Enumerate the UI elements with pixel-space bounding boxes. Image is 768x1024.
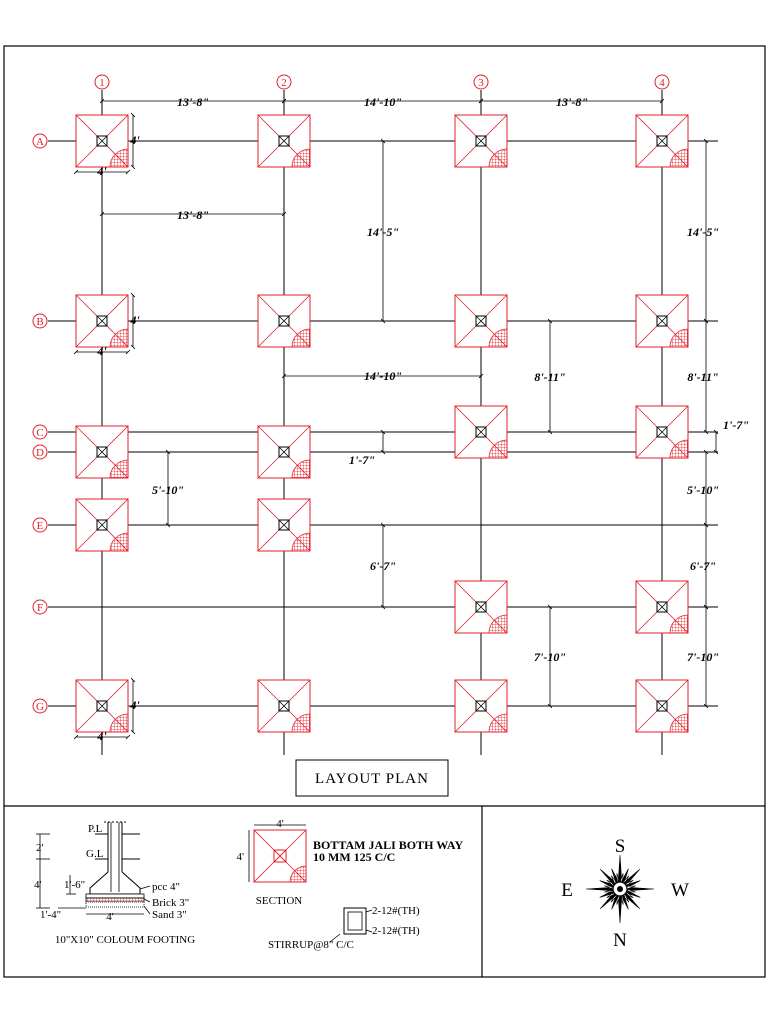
svg-text:D: D (36, 447, 44, 459)
grid-bubble-row-C: C (32, 424, 48, 440)
dim-cd-right: 1'-7" (723, 418, 749, 432)
footing-3C (454, 405, 508, 459)
svg-text:1: 1 (99, 77, 105, 89)
dim-mid-2-3: 14'-10" (364, 369, 402, 383)
grid-bubble-col-1: 1 (94, 74, 110, 90)
section-caption: SECTION (256, 895, 303, 907)
grid-bubble-row-D: D (32, 444, 48, 460)
svg-text:4: 4 (659, 77, 665, 89)
dim-de-right: 5'-10" (687, 483, 719, 497)
footing-3G (454, 679, 508, 733)
sheet-border (3, 45, 766, 978)
compass-e-label: E (561, 880, 573, 901)
footing-4G (635, 679, 689, 733)
plan-title: LAYOUT PLAN (315, 771, 429, 787)
dim-bc-right: 8'-11" (687, 370, 718, 384)
dim-de-left: 5'-10" (152, 483, 184, 497)
footing-1B (75, 294, 129, 348)
stirrup-label: STIRRUP@8" C/C (268, 939, 354, 951)
svg-text:2: 2 (281, 77, 287, 89)
grid-bubble-row-A: A (32, 133, 48, 149)
dim-cd-col2: 1'-7" (349, 453, 375, 467)
compass-w-label: W (671, 880, 689, 901)
footings (75, 114, 689, 733)
footing-1A (75, 114, 129, 168)
dim-fg-col3: 7'-10" (534, 650, 566, 664)
footing-1G (75, 679, 129, 733)
brick-label: Brick 3" (152, 897, 189, 909)
dim-ab-right: 14'-5" (687, 225, 719, 239)
section-top-dim: 4' (276, 818, 284, 830)
svg-text:A: A (36, 136, 44, 148)
svg-text:G: G (36, 701, 44, 713)
compass-s-label: S (615, 836, 626, 857)
section-note-1: BOTTAM JALI BOTH WAY (313, 838, 463, 852)
dim-ef-col2: 6'-7" (370, 559, 396, 573)
footing-4C (635, 405, 689, 459)
section-detail: 4' 4' BOTTAM JALI BOTH WAY 10 MM 125 C/C… (237, 818, 464, 951)
plan-title-box (295, 759, 449, 797)
footing-1D (75, 425, 129, 479)
footing-3F (454, 580, 508, 634)
svg-text:C: C (36, 427, 43, 439)
grid-bubble-col-3: 3 (473, 74, 489, 90)
pl-label: P.L (88, 823, 103, 835)
footing-2A (257, 114, 311, 168)
grid-bubble-col-2: 2 (276, 74, 292, 90)
dim-footing-b-w: 4' (96, 344, 107, 358)
dim-footing-g-h: 4' (129, 698, 140, 712)
grid-bubble-col-4: 4 (654, 74, 670, 90)
w-1-6-label: 1'-6" (64, 879, 85, 891)
sand-label: Sand 3" (152, 909, 187, 921)
footing-2D (257, 425, 311, 479)
section-note-2: 10 MM 125 C/C (313, 850, 395, 864)
dim-footing-b-h: 4' (129, 313, 140, 327)
column-footing-detail: P.L G.L 2' 4' 1'-6" 1'-4" 4' pcc 4" Bric… (34, 821, 195, 946)
bar-label-1: 2-12#(TH) (372, 905, 420, 917)
dim-top-1-2: 13'-8" (177, 95, 209, 109)
dim-footing-a-h: 4' (129, 133, 140, 147)
height-2-label: 2' (36, 842, 44, 854)
footing-2E (257, 498, 311, 552)
footing-3A (454, 114, 508, 168)
height-4-label: 4' (34, 879, 42, 891)
svg-text:3: 3 (478, 77, 484, 89)
dimension-labels: 13'-8" 14'-10" 13'-8" 13'-8" 14'-10" 14'… (96, 95, 749, 743)
grid-bubble-row-E: E (32, 517, 48, 533)
bar-label-2: 2-12#(TH) (372, 925, 420, 937)
dim-top-2-3: 14'-10" (364, 95, 402, 109)
compass-rose: S N E W (561, 836, 689, 951)
footing-3B (454, 294, 508, 348)
footing-caption: 10"X10" COLOUM FOOTING (55, 934, 195, 946)
svg-text:F: F (37, 602, 43, 614)
dim-bc-col3: 8'-11" (534, 370, 565, 384)
dim-footing-g-w: 4' (96, 729, 107, 743)
footing-4B (635, 294, 689, 348)
compass-n-label: N (613, 930, 627, 951)
dim-ef-right: 6'-7" (690, 559, 716, 573)
footing-1E (75, 498, 129, 552)
footing-4F (635, 580, 689, 634)
footing-2B (257, 294, 311, 348)
grid-bubble-row-F: F (32, 599, 48, 615)
dim-footing-a-w: 4' (96, 164, 107, 178)
dim-top-3-4: 13'-8" (556, 95, 588, 109)
footing-2G (257, 679, 311, 733)
svg-text:E: E (37, 520, 44, 532)
grid-bubble-row-G: G (32, 698, 48, 714)
pcc-label: pcc 4" (152, 881, 180, 893)
grid-bubble-row-B: B (32, 313, 48, 329)
grid-bubbles: 1 2 3 4A B CD E F G (32, 74, 670, 714)
gl-label: G.L (86, 848, 104, 860)
dim-fg-right: 7'-10" (687, 650, 719, 664)
section-side-dim: 4' (237, 851, 245, 863)
dimension-lines (73, 98, 719, 740)
w-1-4-label: 1'-4" (40, 909, 61, 921)
dim-ab-col3: 14'-5" (367, 225, 399, 239)
svg-text:B: B (36, 316, 43, 328)
footing-4A (635, 114, 689, 168)
base-width-label: 4' (106, 911, 114, 923)
dim-inner-1-2: 13'-8" (177, 208, 209, 222)
